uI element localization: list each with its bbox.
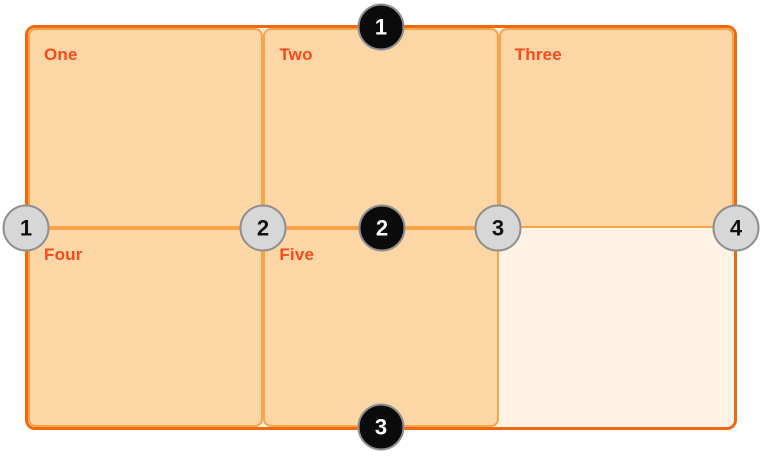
- cell-label: Four: [44, 244, 83, 264]
- row-line-marker-2: 2: [358, 204, 406, 252]
- cell-label: Five: [279, 244, 315, 264]
- grid-cell-empty: [499, 228, 734, 428]
- grid-container: One Two Three Four Five: [25, 25, 737, 430]
- column-line-marker-3: 3: [474, 204, 522, 252]
- grid-cell-five: Five: [263, 227, 499, 427]
- grid-cell-four: Four: [28, 227, 264, 427]
- grid-cell-two: Two: [263, 28, 499, 228]
- column-line-marker-2: 2: [239, 204, 287, 252]
- cell-label: One: [44, 45, 78, 64]
- column-line-marker-1: 1: [2, 204, 50, 252]
- row-line-marker-3: 3: [357, 403, 405, 451]
- cell-label: Three: [514, 45, 562, 64]
- column-line-marker-4: 4: [712, 204, 760, 252]
- row-line-marker-1: 1: [357, 3, 405, 51]
- grid-cell-one: One: [28, 28, 264, 228]
- cell-label: Two: [279, 45, 313, 64]
- grid-cell-three: Three: [498, 28, 734, 228]
